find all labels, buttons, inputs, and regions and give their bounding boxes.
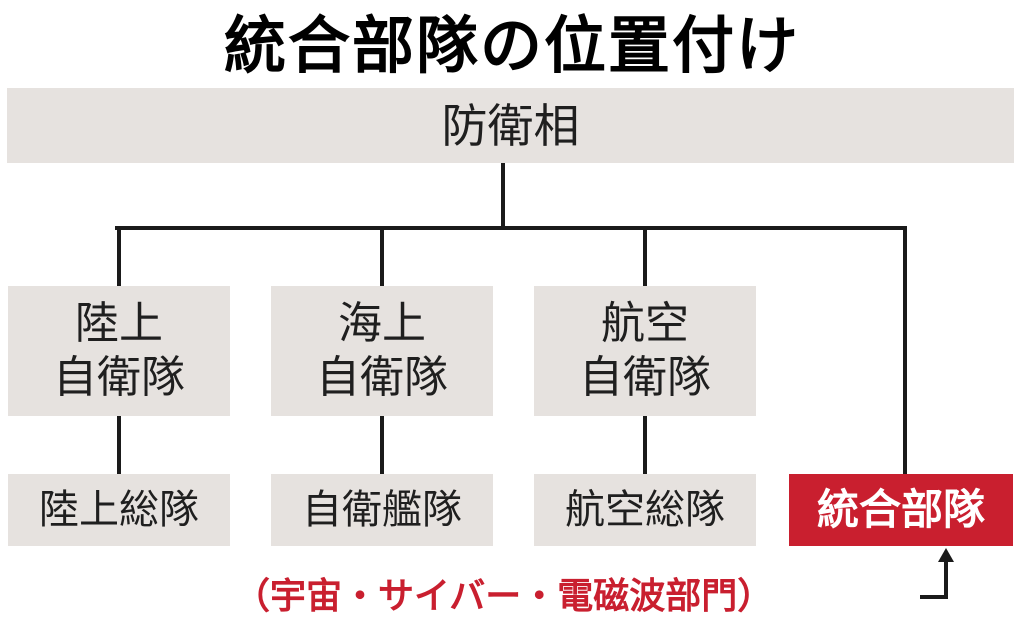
integrated-unit-label: 統合部隊 (816, 485, 985, 534)
integrated-unit-box: 統合部隊 (789, 474, 1013, 546)
self-defense-fleet-label: 自衛艦隊 (302, 487, 462, 533)
ground-component-command-box: 陸上総隊 (8, 474, 230, 546)
connector-branch-3-top (643, 226, 647, 286)
ground-sdf-box: 陸上 自衛隊 (8, 286, 230, 416)
self-defense-fleet-box: 自衛艦隊 (271, 474, 493, 546)
ground-component-command-label: 陸上総隊 (39, 487, 199, 533)
maritime-sdf-box: 海上 自衛隊 (271, 286, 493, 416)
integrated-unit-note: （宇宙・サイバー・電磁波部門） (234, 576, 774, 617)
maritime-sdf-line-2: 自衛隊 (316, 352, 448, 403)
note-arrow-horizontal (920, 595, 948, 599)
air-defense-command-label: 航空総隊 (565, 487, 725, 533)
connector-horizontal-bus (115, 226, 907, 230)
air-defense-command-box: 航空総隊 (534, 474, 756, 546)
connector-integrated-top (903, 226, 907, 474)
ground-sdf-line-2: 自衛隊 (53, 352, 185, 403)
connector-branch-2-top (380, 226, 384, 286)
air-sdf-box: 航空 自衛隊 (534, 286, 756, 416)
ground-sdf-line-1: 陸上 (75, 298, 163, 349)
maritime-sdf-line-1: 海上 (338, 298, 426, 349)
air-sdf-line-2: 自衛隊 (579, 352, 711, 403)
connector-branch-1-bottom (117, 416, 121, 474)
air-sdf-line-1: 航空 (601, 298, 689, 349)
note-arrow-vertical (944, 560, 948, 599)
diagram-title: 統合部隊の位置付け (223, 9, 800, 82)
connector-branch-2-bottom (380, 416, 384, 474)
connector-branch-3-bottom (643, 416, 647, 474)
note-arrowhead-icon (938, 548, 954, 562)
connector-top-trunk (501, 163, 505, 226)
minister-box: 防衛相 (7, 88, 1014, 163)
minister-label: 防衛相 (441, 98, 580, 153)
connector-branch-1-top (117, 226, 121, 286)
